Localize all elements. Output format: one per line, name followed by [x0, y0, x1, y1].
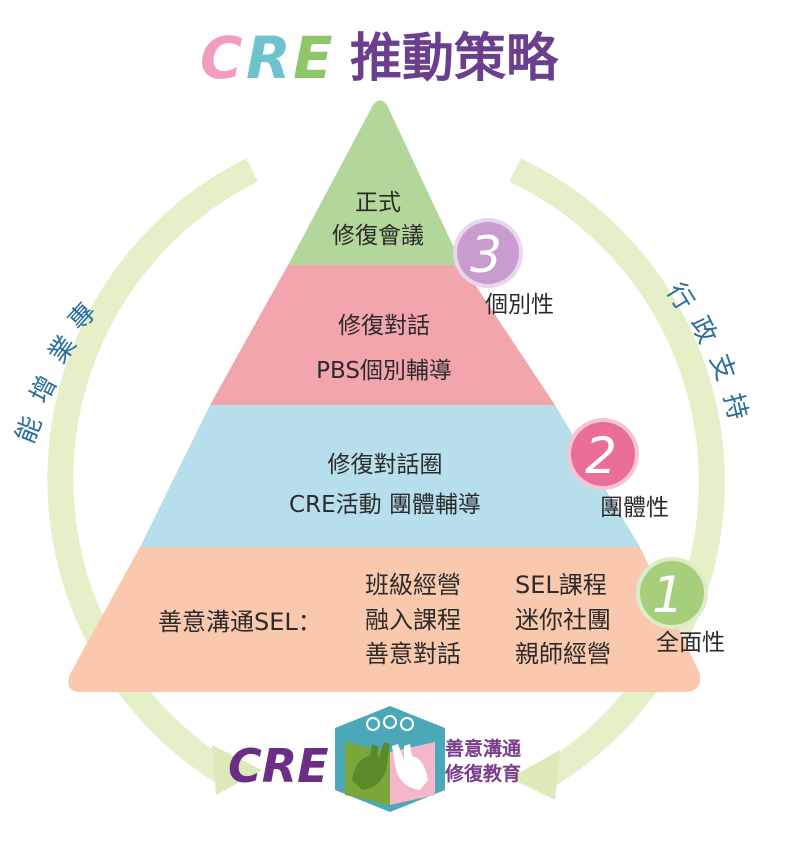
- title: C R E 推動策略: [200, 24, 559, 92]
- title-cre-c: C: [200, 24, 243, 92]
- right-ring-arrow: [509, 158, 725, 792]
- people-icon: [366, 717, 380, 731]
- tier-3-line-2: CRE活動 團體輔導: [289, 492, 481, 518]
- tier-2-line-2: PBS個別輔導: [316, 358, 452, 384]
- pyramid-tier-top: [288, 100, 462, 265]
- level-1-number: 1: [652, 566, 684, 624]
- tier-2-line-1: 修復對話: [338, 313, 430, 339]
- tier-top-line-1: 正式: [355, 190, 401, 216]
- logo-line-1: 善意溝通: [445, 737, 522, 760]
- level-2-number: 2: [585, 427, 617, 485]
- tier-4-col1-item: 善意對話: [365, 640, 461, 668]
- tier-4-col1-item: 融入課程: [365, 606, 461, 634]
- white-hand-icon: [392, 744, 428, 790]
- level-1-label: 全面性: [656, 630, 725, 656]
- tier-top-line-2: 修復會議: [332, 223, 424, 249]
- people-icon: [383, 715, 397, 729]
- people-icon: [400, 717, 414, 731]
- tier-4-col1-item: 班級經營: [365, 571, 461, 599]
- pyramid-tier-2: [210, 265, 555, 405]
- title-cre-e: E: [293, 24, 333, 92]
- cre-logo: CRE 善意溝通 修復教育: [228, 706, 522, 812]
- tier-4-lead: 善意溝通SEL：: [158, 608, 322, 636]
- logo-line-2: 修復教育: [444, 762, 521, 785]
- right-label-char: 持: [717, 390, 752, 423]
- left-arrow-head: [212, 745, 262, 795]
- level-2-badge: 2: [567, 418, 639, 490]
- tier-4-col2-item: 迷你社團: [515, 606, 611, 634]
- title-chinese: 推動策略: [350, 29, 559, 89]
- green-hand-icon: [352, 742, 390, 790]
- right-arrow-head: [510, 750, 560, 800]
- level-3-label: 個別性: [485, 292, 554, 318]
- left-ring-arrow: [47, 158, 258, 787]
- tier-3-line-1: 修復對話圈: [328, 452, 443, 478]
- logo-cre-text: CRE: [228, 739, 329, 793]
- level-3-number: 3: [470, 226, 502, 284]
- level-1-badge: 1: [636, 557, 708, 629]
- title-cre-r: R: [246, 24, 291, 92]
- tier-4-col2-item: 親師經營: [515, 640, 611, 668]
- pyramid-tier-3: [140, 405, 640, 547]
- pyramid-tier-4: [68, 547, 701, 692]
- left-label-char: 能: [11, 412, 49, 447]
- level-3-badge: 3: [453, 218, 523, 288]
- tier-4-col2-item: SEL課程: [515, 571, 607, 599]
- level-2-label: 團體性: [600, 495, 669, 521]
